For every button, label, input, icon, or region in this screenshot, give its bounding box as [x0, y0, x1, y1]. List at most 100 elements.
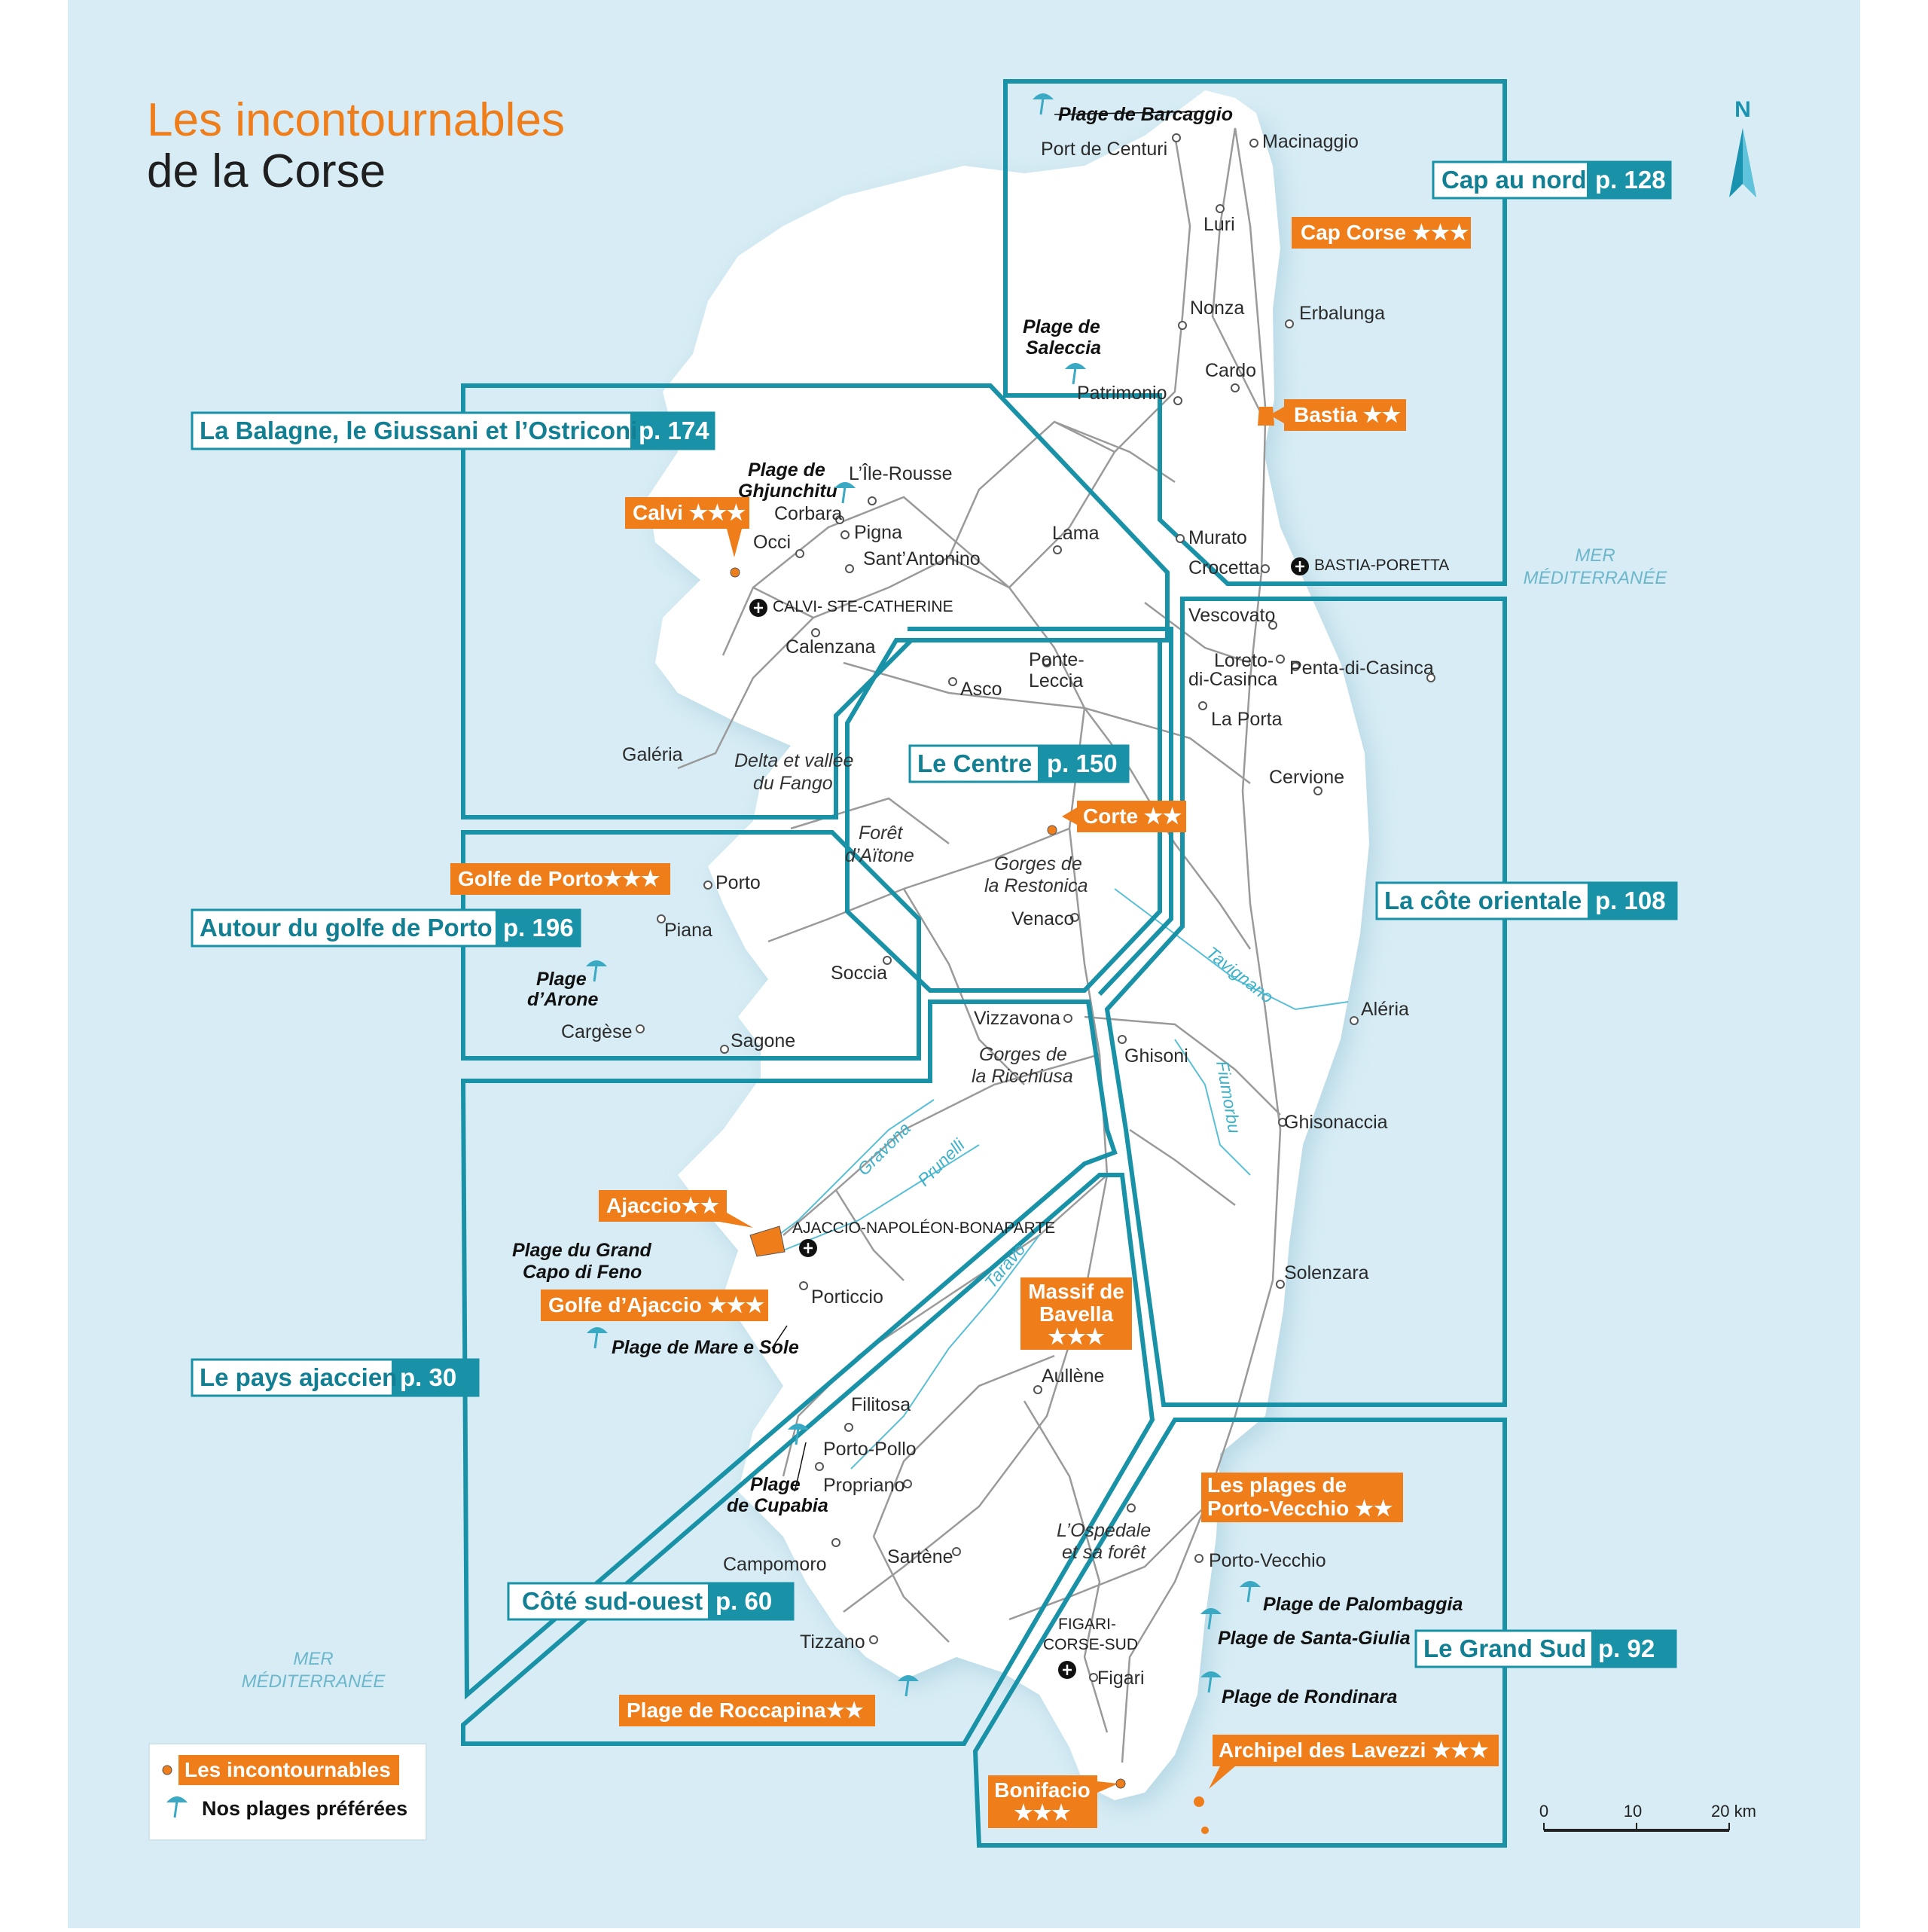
region-label-grand-sud[interactable]: Le Grand Sud p. 92: [1414, 1629, 1677, 1668]
svg-text:Plage: Plage: [750, 1474, 801, 1495]
svg-text:Filitosa: Filitosa: [851, 1394, 911, 1415]
svg-text:Solenzara: Solenzara: [1284, 1262, 1369, 1283]
highlight-bonifacio[interactable]: Bonifacio ★★★: [988, 1775, 1126, 1828]
highlight-corte[interactable]: Corte ★★: [1047, 801, 1186, 835]
highlight-bavella[interactable]: Massif de Bavella ★★★: [1020, 1277, 1132, 1350]
svg-text:Plage de: Plage de: [1023, 316, 1100, 337]
frame-centre: [845, 638, 1162, 993]
sea-label-east: MER MÉDITERRANÉE: [1524, 545, 1668, 588]
region-label-porto[interactable]: Autour du golfe de Porto p. 196: [191, 908, 581, 948]
svg-text:Plage du Grand: Plage du Grand: [512, 1240, 651, 1261]
svg-text:Gorges de: Gorges de: [979, 1044, 1067, 1065]
svg-text:BASTIA-PORETTA: BASTIA-PORETTA: [1314, 557, 1449, 574]
svg-text:Campomoro: Campomoro: [723, 1554, 827, 1575]
svg-text:N: N: [1734, 97, 1751, 122]
svg-text:Plage de Barcaggio: Plage de Barcaggio: [1058, 104, 1233, 125]
svg-text:Le pays ajaccien: Le pays ajaccien: [200, 1363, 397, 1391]
natural-site-aitone: Forêt d’Aïtone: [845, 823, 914, 866]
svg-text:Plage de Rondinara: Plage de Rondinara: [1222, 1686, 1397, 1708]
town-labels: Macinaggio Port de Centuri Luri Nonza Er…: [561, 131, 1434, 1689]
svg-text:Crocetta: Crocetta: [1188, 557, 1260, 578]
svg-text:Porto: Porto: [715, 872, 761, 893]
svg-text:et sa forêt: et sa forêt: [1062, 1542, 1146, 1563]
svg-text:Plage de Roccapina★★: Plage de Roccapina★★: [627, 1699, 864, 1722]
svg-text:Porticcio: Porticcio: [811, 1286, 883, 1308]
svg-text:p. 108: p. 108: [1595, 887, 1666, 914]
beach-barcaggio[interactable]: Plage de Barcaggio: [1031, 92, 1233, 125]
svg-text:Aullène: Aullène: [1042, 1366, 1104, 1387]
highlight-calvi[interactable]: Calvi ★★★: [625, 497, 749, 578]
svg-text:Gorges de: Gorges de: [994, 853, 1082, 874]
svg-text:d’Aïtone: d’Aïtone: [845, 845, 914, 866]
beach-cupabia[interactable]: Plage de Cupabia: [727, 1422, 828, 1516]
highlight-bastia[interactable]: Bastia ★★: [1258, 399, 1406, 431]
highlight-ajaccio[interactable]: Ajaccio★★: [599, 1190, 786, 1257]
natural-site-fango: Delta et vallée du Fango: [734, 750, 853, 794]
natural-site-ospedale: L’Ospedale et sa forêt: [1057, 1520, 1151, 1563]
svg-text:Delta et vallée: Delta et vallée: [734, 750, 853, 771]
svg-text:Plage de Mare e Sole: Plage de Mare e Sole: [612, 1337, 799, 1358]
svg-text:Penta-di-Casinca: Penta-di-Casinca: [1289, 658, 1434, 679]
region-label-ajaccien[interactable]: Le pays ajaccien p. 30: [191, 1358, 480, 1397]
highlight-lavezzi[interactable]: Archipel des Lavezzi ★★★: [1209, 1735, 1499, 1789]
airport-calvi: CALVI- STE-CATHERINE: [749, 598, 953, 617]
beach-arone[interactable]: Plage d’Arone: [527, 959, 609, 1010]
svg-text:Plage de: Plage de: [748, 459, 825, 481]
region-label-centre[interactable]: Le Centre p. 150: [908, 744, 1130, 783]
frame-porto: [461, 830, 921, 1061]
map-title: Les incontournables: [147, 94, 565, 146]
highlight-golfe-porto[interactable]: Golfe de Porto★★★: [450, 863, 670, 895]
svg-text:Patrimonio: Patrimonio: [1077, 383, 1167, 404]
region-label-orientale[interactable]: La côte orientale p. 108: [1375, 881, 1678, 920]
svg-text:la Ricchiusa: la Ricchiusa: [972, 1066, 1073, 1087]
svg-text:Propriano: Propriano: [823, 1475, 905, 1496]
svg-text:Murato: Murato: [1188, 527, 1247, 548]
natural-site-restonica: Gorges de la Restonica: [984, 853, 1088, 896]
svg-text:★★★: ★★★: [1014, 1801, 1070, 1824]
svg-text:0: 0: [1539, 1802, 1548, 1821]
svg-text:Ajaccio★★: Ajaccio★★: [606, 1194, 719, 1217]
svg-text:La Balagne, le Giussani et l’O: La Balagne, le Giussani et l’Ostriconi: [200, 417, 637, 444]
svg-text:Bonifacio: Bonifacio: [994, 1778, 1091, 1802]
svg-text:Bavella: Bavella: [1039, 1302, 1113, 1326]
highlight-porto-vecchio-plages[interactable]: Les plages de Porto-Vecchio ★★: [1201, 1473, 1403, 1522]
lavezzi-islet: [1194, 1796, 1204, 1807]
svg-text:Plage de Palombaggia: Plage de Palombaggia: [1263, 1594, 1463, 1615]
svg-text:Occi: Occi: [753, 532, 791, 553]
svg-text:p. 128: p. 128: [1595, 166, 1666, 194]
svg-text:Sant’Antonino: Sant’Antonino: [863, 548, 981, 569]
svg-text:Calenzana: Calenzana: [786, 636, 876, 658]
beach-capo-di-feno[interactable]: Plage du Grand Capo di Feno: [512, 1240, 651, 1283]
airport-figari: FIGARI- CORSE-SUD: [1043, 1616, 1138, 1679]
svg-text:L’Ospedale: L’Ospedale: [1057, 1520, 1151, 1541]
highlight-golfe-ajaccio[interactable]: Golfe d’Ajaccio ★★★: [541, 1290, 768, 1321]
svg-text:Port de Centuri: Port de Centuri: [1041, 139, 1167, 160]
beach-palombaggia[interactable]: Plage de Palombaggia: [1238, 1579, 1463, 1615]
corsica-island: [648, 109, 1369, 1800]
svg-text:Erbalunga: Erbalunga: [1299, 303, 1385, 324]
svg-text:Ghisoni: Ghisoni: [1124, 1045, 1188, 1067]
beach-ghjunchitu[interactable]: Plage de Ghjunchitu: [738, 459, 857, 505]
svg-text:Côté sud-ouest: Côté sud-ouest: [522, 1587, 703, 1615]
north-arrow-icon: N: [1729, 97, 1756, 197]
svg-text:Le Grand Sud: Le Grand Sud: [1423, 1634, 1586, 1662]
lavezzi-islet: [1201, 1827, 1209, 1834]
svg-text:Cap au nord: Cap au nord: [1441, 166, 1587, 194]
beach-santa-giulia[interactable]: Plage de Santa-Giulia: [1199, 1607, 1411, 1649]
svg-text:MÉDITERRANÉE: MÉDITERRANÉE: [242, 1671, 386, 1692]
svg-text:MÉDITERRANÉE: MÉDITERRANÉE: [1524, 568, 1668, 588]
region-label-cap-nord[interactable]: Cap au nord p. 128: [1432, 160, 1672, 200]
beach-mare-e-sole[interactable]: Plage de Mare e Sole: [585, 1325, 799, 1358]
svg-text:Cap Corse ★★★: Cap Corse ★★★: [1301, 221, 1469, 244]
highlight-cap-corse[interactable]: Cap Corse ★★★: [1292, 217, 1471, 249]
airport-bastia: BASTIA-PORETTA: [1291, 557, 1449, 575]
beach-rondinara[interactable]: Plage de Rondinara: [1199, 1670, 1397, 1708]
frame-sud-ouest: [461, 1173, 1155, 1746]
highlight-roccapina[interactable]: Plage de Roccapina★★: [619, 1695, 875, 1726]
svg-text:p. 60: p. 60: [715, 1587, 772, 1615]
region-label-balagne[interactable]: La Balagne, le Giussani et l’Ostriconi p…: [191, 411, 715, 450]
highlight-marker-icon: [162, 1765, 172, 1775]
beach-saleccia[interactable]: Plage de Saleccia: [1023, 316, 1101, 386]
region-label-sud-ouest[interactable]: Côté sud-ouest p. 60: [507, 1582, 795, 1621]
svg-text:du Fango: du Fango: [753, 773, 833, 794]
